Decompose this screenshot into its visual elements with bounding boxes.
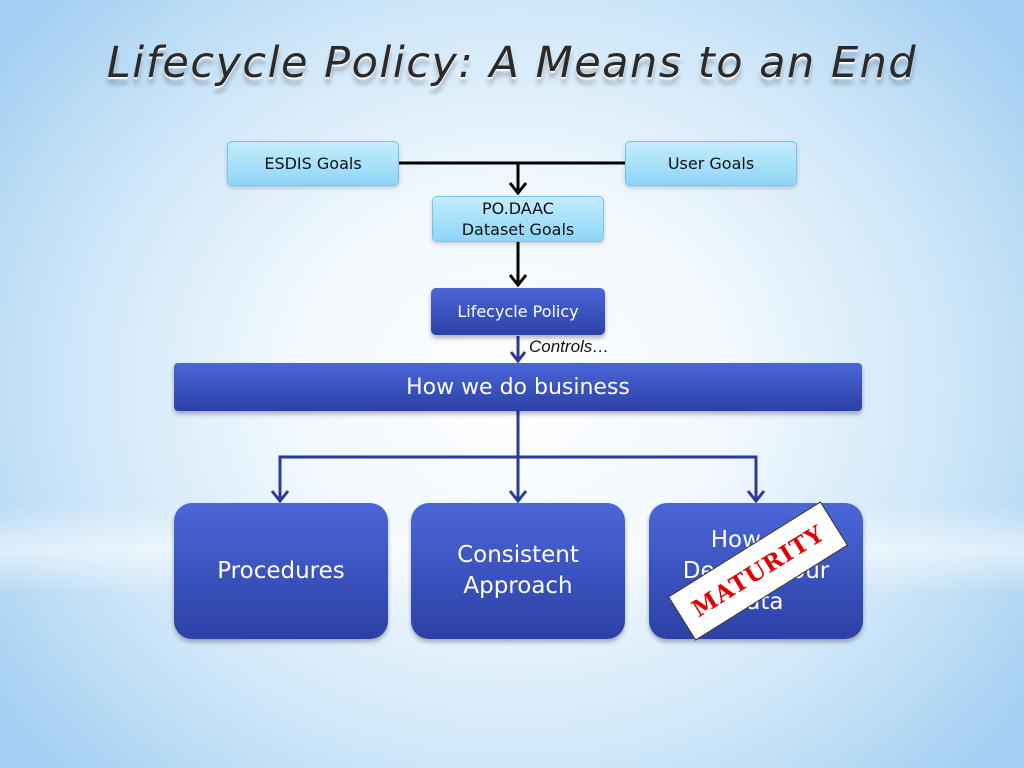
podaac-dataset-goals-box: PO.DAAC Dataset Goals — [432, 196, 604, 242]
esdis-goals-box: ESDIS Goals — [227, 141, 399, 186]
consistent-arrowhead — [508, 490, 528, 504]
user-goals-box: User Goals — [625, 141, 797, 186]
policy-arrowhead — [509, 351, 527, 364]
procedures-box: Procedures — [174, 503, 388, 639]
podaac-arrowhead — [508, 274, 528, 288]
consistent-label-line1: Consistent — [457, 542, 579, 568]
slide-title: Lifecycle Policy: A Means to an End — [106, 38, 918, 88]
user-goals-label: User Goals — [667, 154, 755, 173]
podaac-label-line2: Dataset Goals — [461, 220, 575, 239]
how-we-do-business-bar: How we do business — [174, 363, 862, 411]
procedures-arrowhead — [270, 490, 290, 504]
blue-connectors — [270, 336, 766, 504]
black-connectors — [398, 161, 626, 288]
lifecycle-policy-box: Lifecycle Policy — [431, 288, 605, 335]
lifecycle-policy-label: Lifecycle Policy — [457, 302, 579, 321]
branch-line — [278, 455, 758, 500]
podaac-label-line1: PO.DAAC — [482, 199, 554, 218]
business-label: How we do business — [406, 374, 630, 400]
controls-annotation: Controls… — [529, 337, 610, 356]
consistent-label-line2: Approach — [463, 573, 573, 599]
describe-arrowhead — [746, 490, 766, 504]
procedures-label: Procedures — [217, 557, 345, 584]
consistent-approach-box: Consistent Approach — [411, 503, 625, 639]
esdis-goals-label: ESDIS Goals — [264, 154, 362, 173]
goals-arrowhead — [508, 182, 528, 196]
